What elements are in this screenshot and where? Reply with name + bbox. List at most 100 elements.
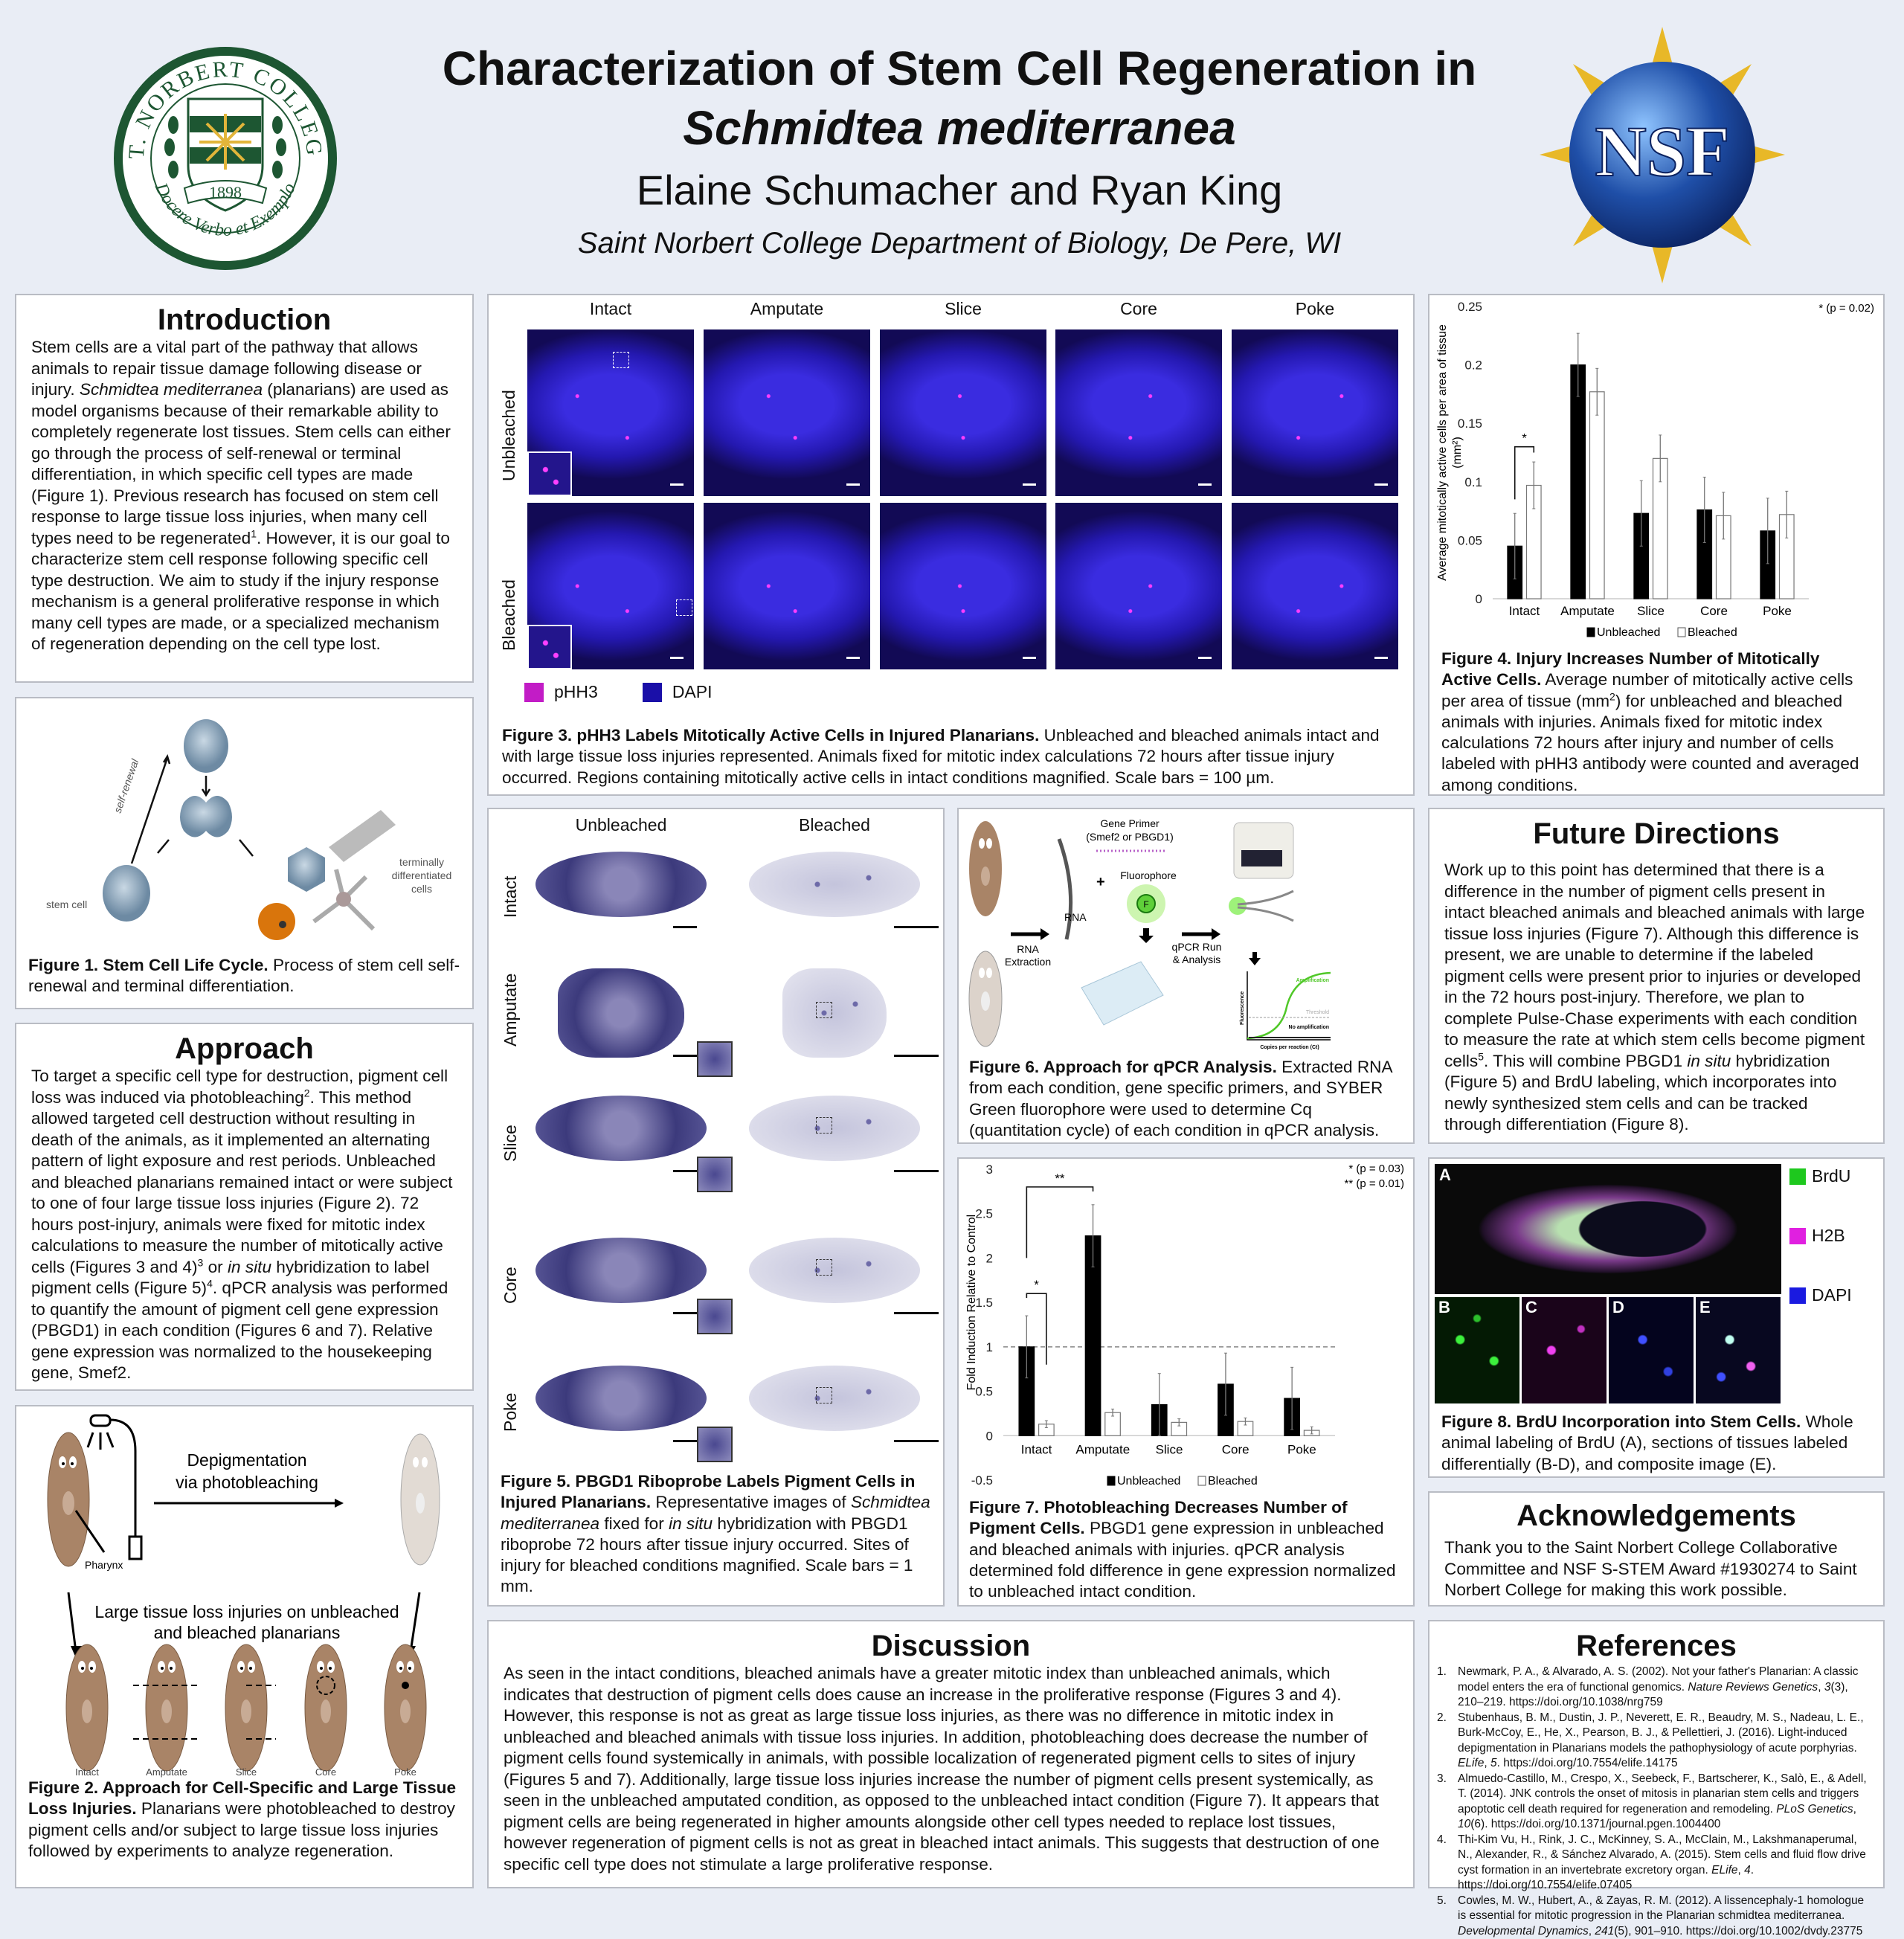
y-tick-label: 2 bbox=[986, 1251, 993, 1265]
pharynx bbox=[241, 1700, 251, 1723]
planarian-slice-icon bbox=[225, 1644, 276, 1771]
p-value-note: ** (p = 0.01) bbox=[1345, 1177, 1404, 1190]
y-axis-title-units: (mm²) bbox=[1451, 437, 1464, 469]
figure2-panel: Pharynx Depigmentation via photobleachin… bbox=[15, 1405, 474, 1888]
text-run: PLoS Genetics bbox=[1776, 1803, 1853, 1816]
scale-bar bbox=[1198, 657, 1212, 659]
figure8-section-image: C bbox=[1522, 1297, 1606, 1403]
reference-item: 4.Thi-Kim Vu, H., Rink, J. C., McKinney,… bbox=[1437, 1833, 1874, 1894]
injuries-label: Large tissue loss injuries on unbleached bbox=[94, 1602, 399, 1621]
amplification-label: Amplification bbox=[1296, 978, 1329, 983]
figure8-caption: Figure 8. BrdU Incorporation into Stem C… bbox=[1441, 1412, 1880, 1475]
y-axis-title: Fold Induction Relative to Control bbox=[965, 1215, 978, 1391]
reference-number: 2. bbox=[1437, 1711, 1450, 1772]
introduction-text: Stem cells are a vital part of the pathw… bbox=[16, 337, 472, 655]
eye bbox=[168, 1661, 176, 1673]
column-label-slice: Slice bbox=[880, 299, 1046, 319]
references-panel: References 1.Newmark, P. A., & Alvarado,… bbox=[1428, 1620, 1885, 1888]
gene-primer-label-2: (Smef2 or PBGD1) bbox=[1086, 831, 1173, 843]
text-run: Work up to this point has determined tha… bbox=[1444, 861, 1865, 1070]
legend-label: BrdU bbox=[1812, 1166, 1850, 1186]
photobleaching-label: via photobleaching bbox=[176, 1473, 318, 1492]
category-label: Amputate bbox=[1075, 1442, 1130, 1456]
legend-swatch bbox=[643, 683, 662, 702]
row-label-amputate: Amputate bbox=[501, 974, 521, 1046]
figure8-section-image: E bbox=[1696, 1297, 1781, 1403]
scale-bar bbox=[846, 657, 860, 659]
reference-item: 2.Stubenhaus, B. M., Dustin, J. P., Neve… bbox=[1437, 1711, 1874, 1772]
text-run: Developmental Dynamics bbox=[1458, 1925, 1589, 1938]
planarian-core-icon bbox=[305, 1644, 347, 1771]
approach-panel: Approach To target a specific cell type … bbox=[15, 1023, 474, 1391]
text-run: Stubenhaus, B. M., Dustin, J. P., Nevere… bbox=[1458, 1711, 1864, 1755]
nsf-logo: NSF bbox=[1540, 27, 1785, 283]
text-run: fixed for bbox=[599, 1514, 669, 1533]
significance-label: ** bbox=[1055, 1171, 1065, 1186]
caption-title: Figure 3. pHH3 Labels Mitotically Active… bbox=[502, 726, 1039, 745]
text-run: Representative images of bbox=[651, 1493, 851, 1511]
category-label: Core bbox=[1222, 1442, 1250, 1456]
discussion-panel: Discussion As seen in the intact conditi… bbox=[487, 1620, 1415, 1888]
scale-bar bbox=[1374, 483, 1388, 486]
pharynx bbox=[82, 1700, 92, 1723]
legend-swatch bbox=[1789, 1287, 1806, 1304]
plus-sign: + bbox=[1096, 874, 1105, 890]
fluorescence-axis-label: Fluorescence bbox=[1240, 991, 1245, 1025]
rna-label: RNA bbox=[1064, 911, 1087, 923]
legend-swatch bbox=[1789, 1168, 1806, 1185]
scale-bar bbox=[894, 1170, 939, 1172]
pharynx-label: Pharynx bbox=[85, 1559, 123, 1571]
injuries-label-2: and bleached planarians bbox=[154, 1623, 341, 1642]
legend-label: DAPI bbox=[1812, 1285, 1852, 1305]
introduction-heading: Introduction bbox=[16, 303, 472, 337]
planarian-bleached-icon bbox=[401, 1434, 440, 1565]
text-run: 1 bbox=[251, 527, 257, 539]
legend-item-phh3: pHH3 bbox=[524, 682, 598, 702]
text-run: . This method allowed targeted cell dest… bbox=[31, 1088, 452, 1276]
references-list: 1.Newmark, P. A., & Alvarado, A. S. (200… bbox=[1429, 1663, 1883, 1939]
figure1-caption: Figure 1. Stem Cell Life Cycle. Process … bbox=[16, 955, 472, 997]
text-run: 241 bbox=[1595, 1925, 1614, 1938]
scale-bar bbox=[894, 1055, 939, 1057]
phh3-image bbox=[527, 503, 694, 669]
legend-item-dapi: DAPI bbox=[1789, 1285, 1852, 1305]
scale-bar bbox=[673, 1055, 697, 1057]
qpcr-approach-diagram: RNA Extraction RNA Gene Primer (Smef2 or… bbox=[959, 809, 1413, 1055]
injury-site-box bbox=[816, 1117, 832, 1134]
future-directions-panel: Future Directions Work up to this point … bbox=[1428, 808, 1885, 1144]
scale-bar bbox=[670, 483, 684, 486]
reference-text: Stubenhaus, B. M., Dustin, J. P., Nevere… bbox=[1458, 1711, 1874, 1772]
scale-bar bbox=[673, 926, 697, 928]
row-label-intact: Intact bbox=[501, 876, 521, 918]
p-value-note: * (p = 0.02) bbox=[1818, 302, 1874, 315]
dividing-cell-icon bbox=[180, 796, 232, 837]
pupil bbox=[81, 1667, 84, 1670]
significance-label: * bbox=[1034, 1278, 1039, 1292]
introduction-panel: Introduction Stem cells are a vital part… bbox=[15, 294, 474, 683]
row-label-unbleached: Unbleached bbox=[499, 390, 519, 481]
column-label-core: Core bbox=[1055, 299, 1222, 319]
planarian-unbleached-icon bbox=[48, 1432, 89, 1566]
text-run: (6). https://doi.org/10.1371/journal.pge… bbox=[1470, 1818, 1720, 1830]
eye bbox=[237, 1661, 245, 1673]
phh3-image bbox=[704, 329, 870, 496]
reference-number: 4. bbox=[1437, 1833, 1450, 1894]
y-tick-label: 0.25 bbox=[1458, 300, 1482, 314]
stem-cell-life-cycle-diagram: self-renewal stem cell terminally differ… bbox=[16, 698, 472, 951]
phh3-image bbox=[1232, 503, 1398, 669]
text-run: , bbox=[1484, 1757, 1490, 1769]
legend-swatch-bleached bbox=[1678, 628, 1685, 637]
phh3-image bbox=[704, 503, 870, 669]
pharynx bbox=[161, 1700, 172, 1723]
phh3-image bbox=[1055, 329, 1222, 496]
magnified-inset bbox=[697, 1157, 733, 1192]
magnified-inset bbox=[697, 1041, 733, 1077]
injury-site-box bbox=[816, 1387, 832, 1403]
panel-label: E bbox=[1699, 1298, 1711, 1317]
condition-label: Amputate bbox=[146, 1766, 187, 1778]
magnified-region-box bbox=[613, 352, 629, 368]
figure8-section-image: B bbox=[1435, 1297, 1519, 1403]
pbgd1-specimen-image bbox=[536, 852, 707, 917]
bar-unbleached-amputate bbox=[1571, 365, 1586, 599]
